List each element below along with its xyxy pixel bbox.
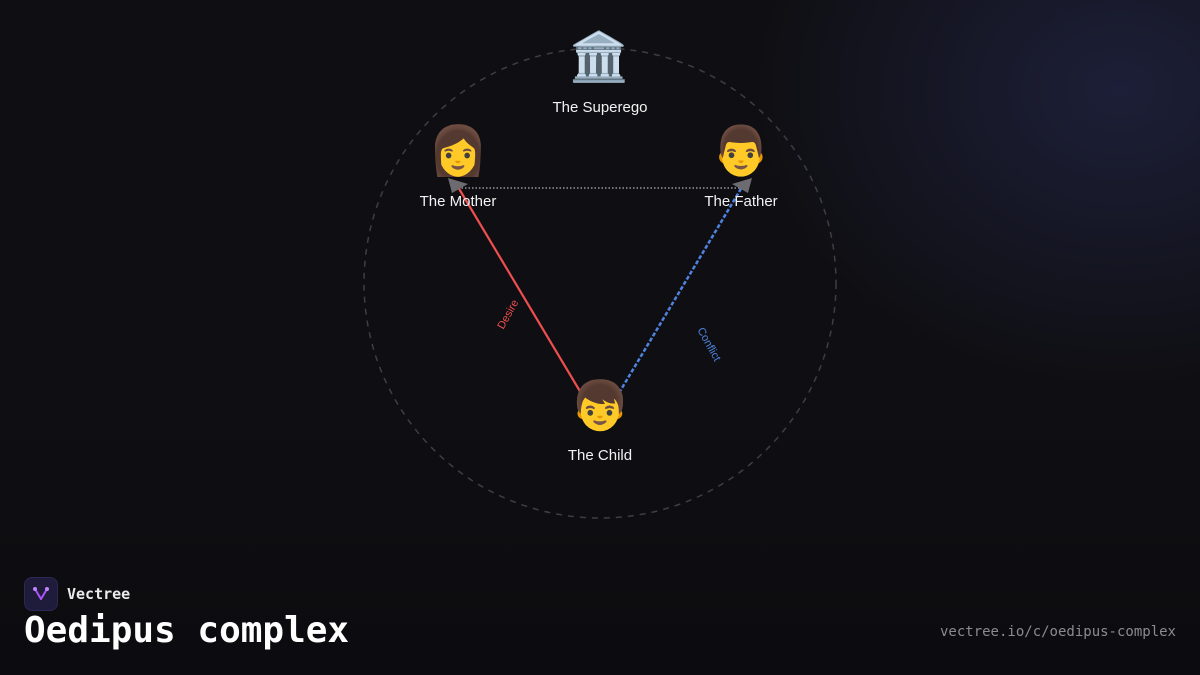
boy-icon: 👦: [570, 380, 630, 433]
classical-building-icon: 🏛️: [569, 31, 629, 84]
dashed-boundary: [363, 47, 837, 519]
edge-desire: [457, 186, 585, 399]
page-title: Oedipus complex: [24, 610, 350, 651]
brand[interactable]: Vectree: [24, 577, 130, 611]
node-label-child: The Child: [567, 447, 633, 464]
arrowhead-father: [732, 178, 752, 193]
brand-name: Vectree: [67, 585, 131, 603]
man-icon: 👨: [711, 125, 771, 178]
edge-conflict: [614, 186, 744, 399]
edge-label-desire: Desire: [495, 298, 521, 332]
woman-icon: 👩: [428, 125, 488, 178]
arrowhead-mother: [448, 178, 468, 193]
node-label-mother: The Mother: [419, 193, 497, 210]
node-label-superego: The Superego: [552, 99, 648, 116]
page-url[interactable]: vectree.io/c/oedipus-complex: [939, 624, 1176, 640]
edge-label-conflict: Conflict: [694, 326, 722, 364]
node-label-father: The Father: [704, 193, 778, 210]
vectree-logo-icon: [24, 577, 58, 611]
